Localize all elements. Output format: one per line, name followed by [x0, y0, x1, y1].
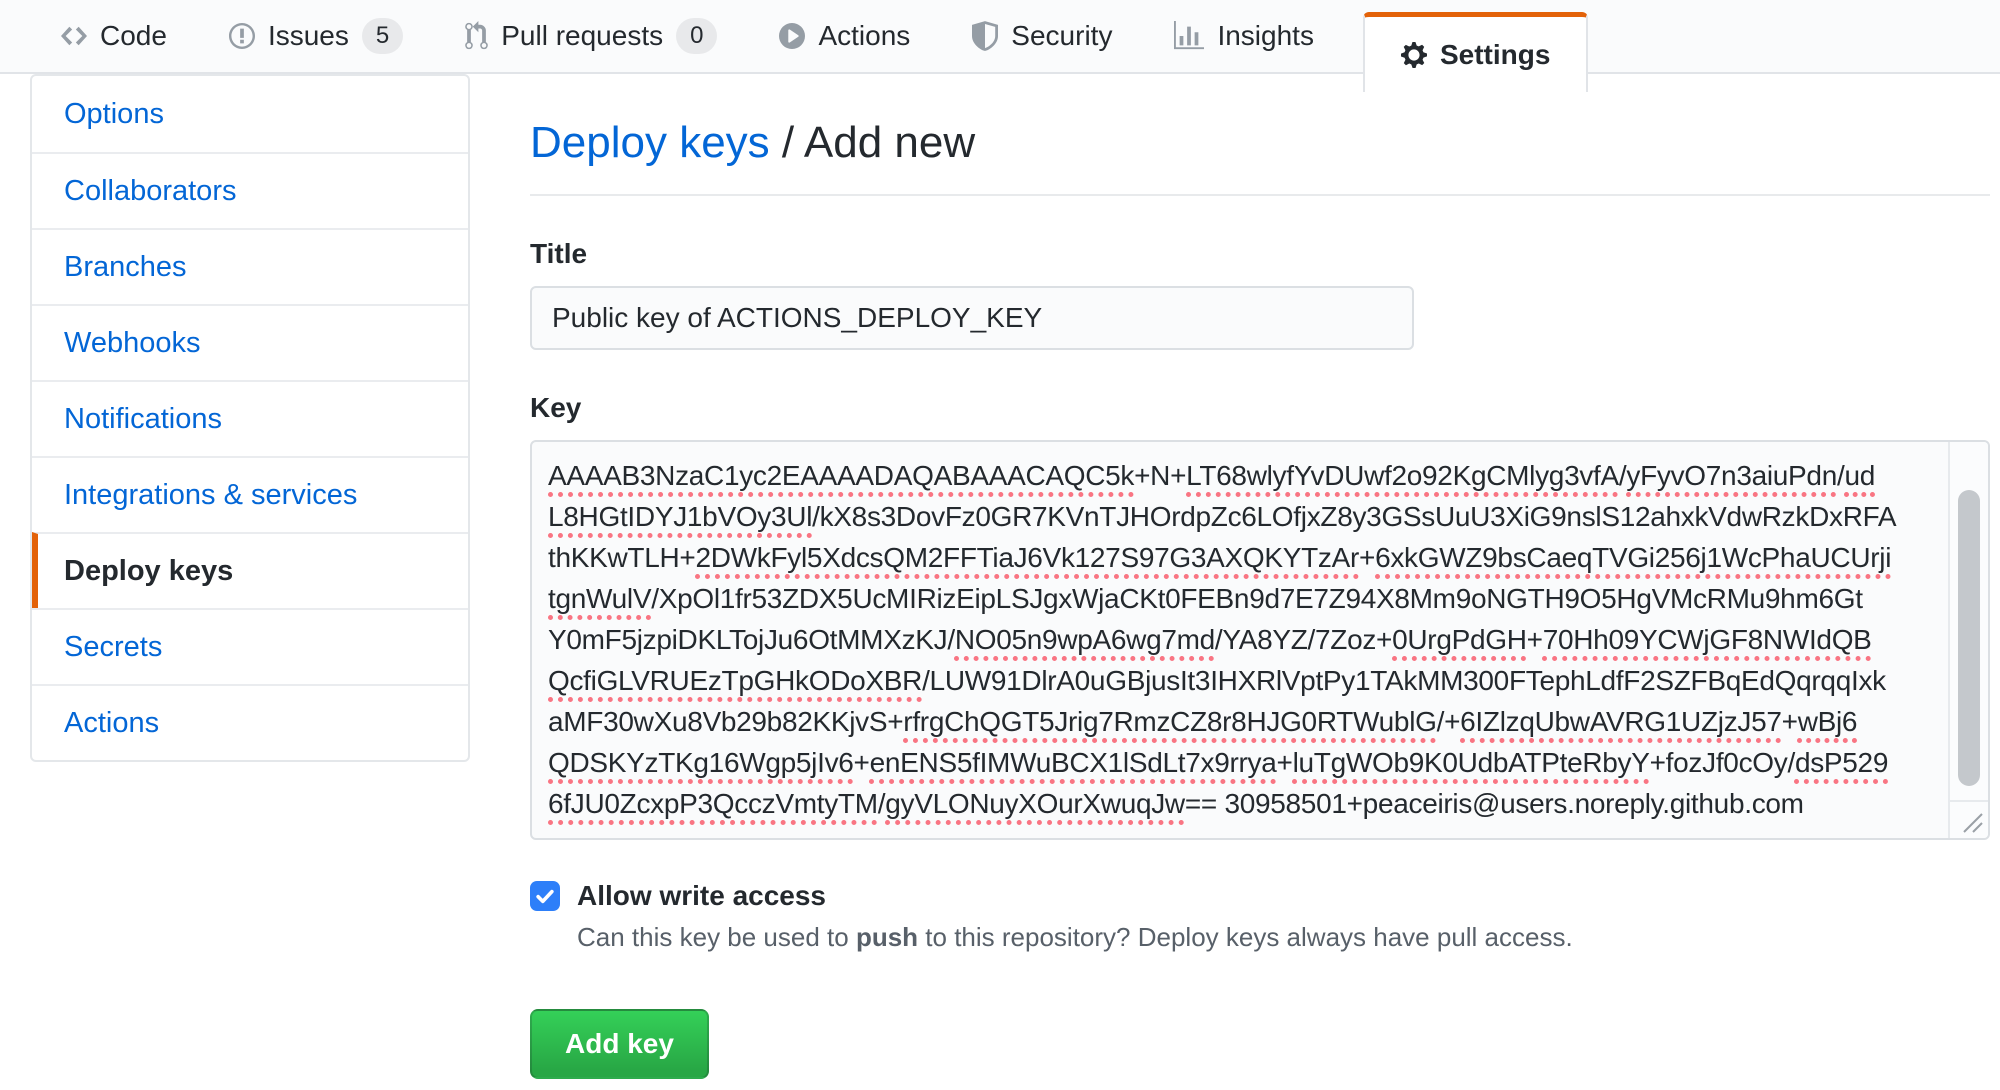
tab-actions[interactable]: Actions [748, 0, 941, 72]
key-line: 6fJU0ZcxpP3QcczVmtyTM/gyVLONuyXOurXwuqJw… [548, 788, 1804, 819]
key-line: L8HGtIDYJ1bVOy3Ul/kX8s3DovFz0GR7KVnTJHOr… [548, 501, 1897, 532]
key-scrollbar-thumb[interactable] [1958, 490, 1980, 786]
tab-label: Pull requests [501, 20, 664, 51]
sidebar-item-options[interactable]: Options [64, 97, 164, 130]
sidebar-item-collaborators[interactable]: Collaborators [32, 152, 468, 228]
title-input[interactable] [530, 286, 1414, 350]
check-icon [536, 889, 554, 904]
breadcrumb-current: Add new [803, 118, 976, 167]
counter-badge: 0 [676, 18, 718, 54]
key-scrollbar-track[interactable] [1948, 442, 1988, 800]
allow-write-access-label[interactable]: Allow write access [577, 880, 827, 911]
tab-label: Actions [818, 20, 911, 51]
key-line: thKKwTLH+2DWkFyl5XdcsQM2FFTiaJ6Vk127S97G… [548, 542, 1892, 573]
tab-insights[interactable]: Insights [1143, 0, 1345, 72]
tab-issues[interactable]: Issues 5 [198, 0, 434, 72]
graph-icon [1174, 21, 1205, 50]
sidebar-item-webhooks[interactable]: Webhooks [32, 304, 468, 380]
repo-nav: Code Issues 5 Pull requests 0 Actions Security… [0, 0, 2000, 92]
sidebar-item-branches[interactable]: Branches [32, 228, 468, 304]
page-title: Deploy keys / Add new [530, 118, 1990, 196]
tab-settings[interactable]: Settings [1362, 12, 1589, 92]
tab-label: Code [100, 20, 167, 51]
tab-label: Security [1011, 20, 1113, 51]
tab-code[interactable]: Code [30, 0, 198, 72]
note-text-suffix: to this repository? Deploy keys always h… [918, 922, 1573, 952]
note-text: Can this key be used to [577, 922, 856, 952]
key-line: tgnWulV/XpOl1fr53ZDX5UcMIRizEipLSJgxWjaC… [548, 583, 1863, 614]
key-text: AAAAB3NzaC1yc2EAAAADAQABAAACAQC5k+N+LT68… [548, 455, 1938, 824]
title-label: Title [530, 238, 588, 269]
key-line: Y0mF5jzpiDKLTojJu6OtMMXzKJ/NO05n9wpA6wg7… [548, 624, 1872, 655]
tab-label: Settings [1439, 38, 1551, 70]
deploy-keys-breadcrumb-link[interactable]: Deploy keys [530, 118, 770, 167]
key-line: AAAAB3NzaC1yc2EAAAADAQABAAACAQC5k+N+LT68… [548, 460, 1876, 491]
resize-handle[interactable] [1948, 800, 1988, 838]
write-access-note: Can this key be used to push to this rep… [577, 922, 1990, 953]
key-line: QcfiGLVRUEzTpGHkODoXBR/LUW91DlrA0uGBjusI… [548, 665, 1886, 696]
main-panel: Deploy keys / Add new Title Key AAAAB3Nz… [530, 74, 1990, 1079]
play-icon [779, 23, 806, 49]
sidebar-item-deploy-keys[interactable]: Deploy keys [32, 532, 468, 608]
sidebar-item-secrets[interactable]: Secrets [32, 608, 468, 684]
counter-badge: 5 [361, 18, 404, 54]
key-line: aMF30wXu8Vb29b82KKjvS+rfrgChQGT5Jrig7Rmz… [548, 706, 1858, 737]
sidebar-item-notifications[interactable]: Notifications [32, 380, 468, 456]
code-icon [61, 26, 87, 46]
tab-security[interactable]: Security [941, 0, 1143, 72]
add-key-button[interactable]: Add key [530, 1009, 709, 1079]
allow-write-access-checkbox[interactable] [530, 881, 560, 911]
shield-icon [972, 21, 999, 51]
key-label: Key [530, 392, 582, 423]
note-bold-push: push [855, 922, 919, 952]
sidebar-item-actions[interactable]: Actions [32, 684, 468, 760]
gear-icon [1400, 41, 1427, 68]
tab-pull-requests[interactable]: Pull requests 0 [434, 0, 748, 72]
git-pull-request-icon [465, 21, 488, 50]
tab-label: Insights [1217, 20, 1314, 51]
key-textarea[interactable]: AAAAB3NzaC1yc2EAAAADAQABAAACAQC5k+N+LT68… [530, 440, 1990, 840]
tab-label: Issues [267, 20, 349, 51]
breadcrumb-separator: / [769, 118, 804, 167]
resize-grip-icon [1963, 813, 1983, 833]
sidebar-item-integrations-and-services[interactable]: Integrations & services [32, 456, 468, 532]
key-line: QDSKYzTKg16Wgp5jIv6+enENS5fIMWuBCX1lSdLt… [548, 747, 1889, 778]
issue-opened-icon [228, 23, 255, 49]
